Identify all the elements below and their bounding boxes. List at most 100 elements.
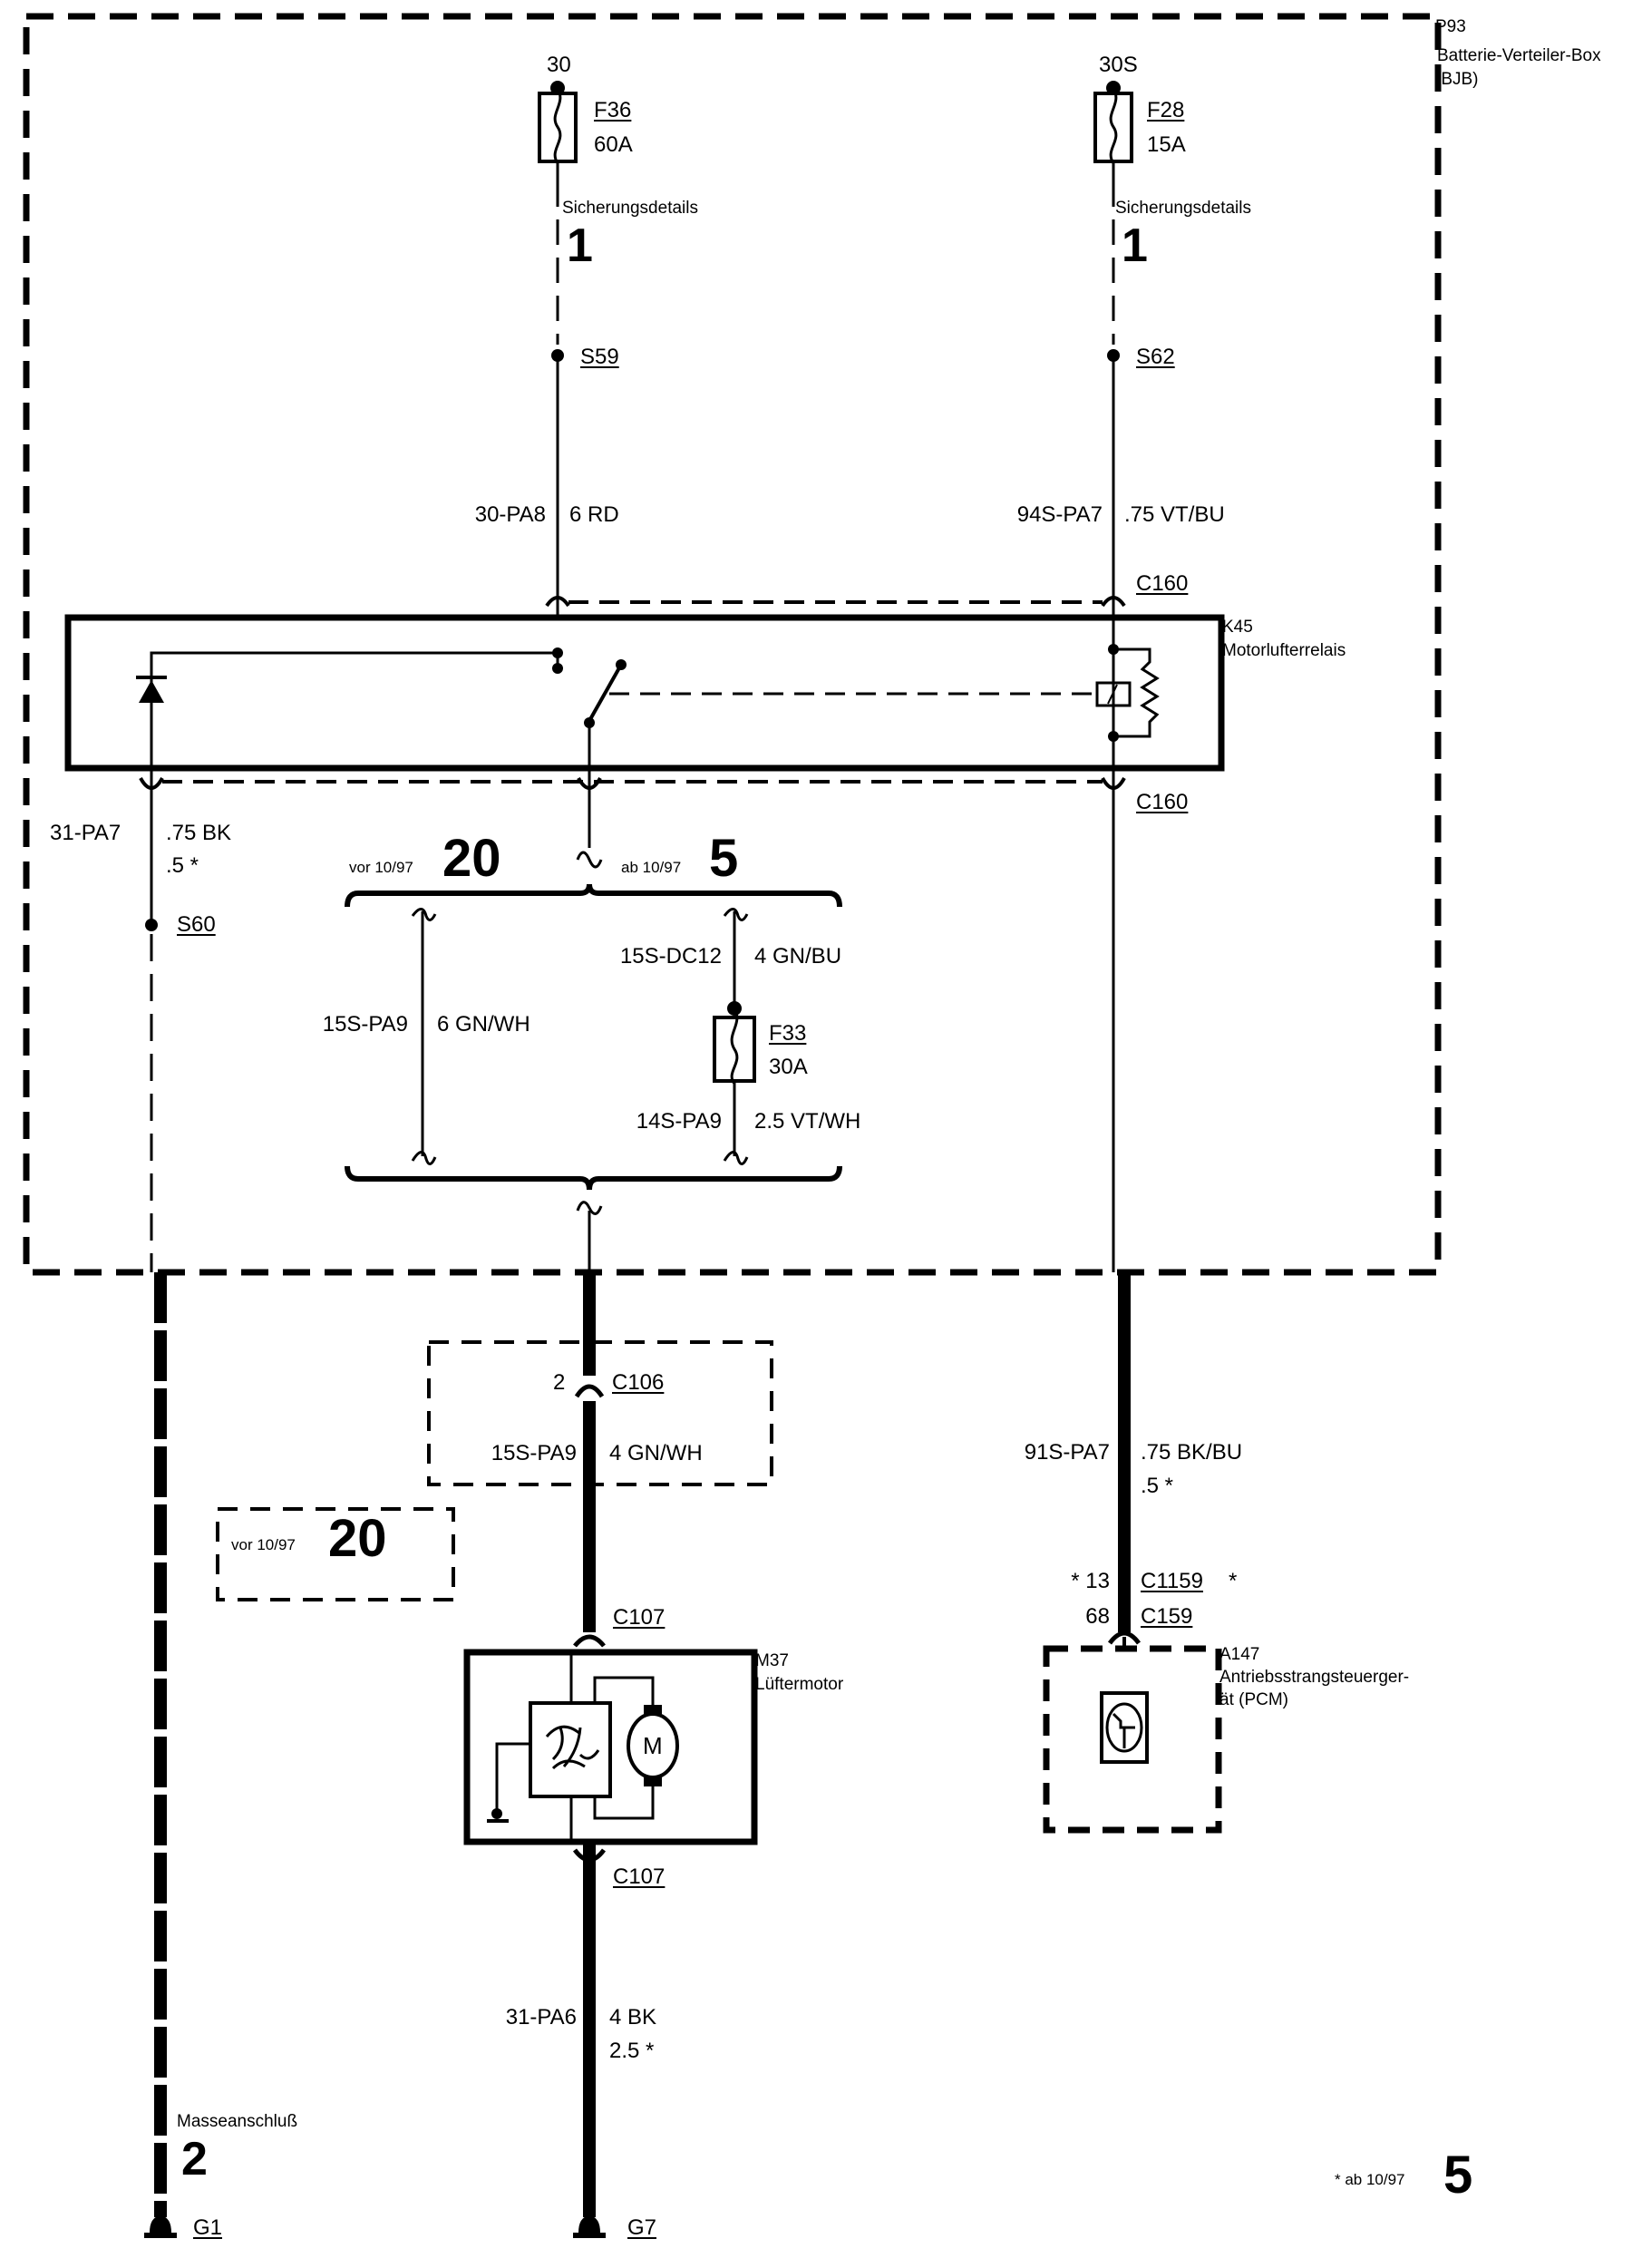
vor-box-ref[interactable]: 20 <box>328 1509 387 1568</box>
pcm-pin-alt: * 13 <box>1071 1569 1110 1593</box>
motor-brush-top <box>644 1705 662 1714</box>
ground-ref-page[interactable]: 2 <box>181 2133 208 2185</box>
wire-spec-alt-5-pcm: .5 * <box>1141 1474 1174 1498</box>
pcm-a147-id: A147 <box>1219 1645 1260 1664</box>
splice-s60-node <box>145 919 158 931</box>
motor-wire-loop-top <box>593 1676 655 1705</box>
motor-m37-box <box>463 1649 758 1845</box>
ground-g1-label[interactable]: G1 <box>193 2215 223 2240</box>
relay-coil-icon <box>1095 681 1132 707</box>
internal-ground-dot <box>491 1808 502 1819</box>
pcm-a147-dashed-box <box>1043 1645 1222 1834</box>
relay-diode-wire <box>150 651 558 803</box>
wire-code-94s-pa7: 94S-PA7 <box>1016 502 1103 527</box>
vor-branch-break-top <box>411 908 437 921</box>
relay-contact-fixed <box>552 663 563 674</box>
c107-top-connector-icon <box>573 1634 606 1648</box>
diode-icon <box>139 680 164 703</box>
motor-symbol-m: M <box>643 1732 663 1759</box>
variant-brace-top <box>345 883 842 908</box>
fan-controller-icon <box>529 1701 612 1798</box>
ground-ref-label[interactable]: Masseanschluß <box>177 2112 298 2131</box>
wire-spec-alt-25: 2.5 * <box>609 2039 655 2063</box>
terminal-30-label: 30 <box>547 53 571 77</box>
bjb-box-name: Batterie-Verteiler-Box <box>1437 46 1601 65</box>
relay-k45-id: K45 <box>1222 618 1253 637</box>
vor-branch-break-bottom <box>411 1151 437 1165</box>
variant-break-top <box>576 851 603 869</box>
wire-spec-6-rd: 6 RD <box>569 502 619 527</box>
ground-g7-label[interactable]: G7 <box>627 2215 657 2240</box>
c160-bottom-left-connector <box>139 776 164 790</box>
fuse-f33-rating: 30A <box>769 1055 808 1079</box>
fuse-f36-rating: 60A <box>594 132 633 157</box>
motor-m37-name: Lüftermotor <box>755 1675 844 1694</box>
ground-g1-icon <box>150 2215 171 2233</box>
relay-k45-name: Motorlufterrelais <box>1222 641 1346 660</box>
wire-spec-4-bk: 4 BK <box>609 2005 657 2030</box>
wire-code-15s-pa9-vor: 15S-PA9 <box>322 1012 408 1037</box>
variant-vor-ref[interactable]: 20 <box>442 829 501 888</box>
relay-coil-slash <box>1107 684 1118 705</box>
wire-code-30-pa8: 30-PA8 <box>474 502 546 527</box>
motor-brush-bottom <box>644 1777 662 1786</box>
c160-top-right-connector <box>1101 596 1126 608</box>
wire-spec-75-vt-bu: .75 VT/BU <box>1124 502 1225 527</box>
transistor-icon <box>1105 1702 1143 1753</box>
wire-spec-75-bk: .75 BK <box>166 821 232 845</box>
wire-spec-25-vt-wh: 2.5 VT/WH <box>754 1109 861 1134</box>
fuse-details-page-right[interactable]: 1 <box>1122 219 1148 272</box>
fuse-details-page-left[interactable]: 1 <box>567 219 593 272</box>
variant-brace-bottom <box>345 1165 842 1191</box>
wire-code-15s-dc12: 15S-DC12 <box>619 944 722 969</box>
fuse-f28-rating: 15A <box>1147 132 1186 157</box>
pcm-symbol-box <box>1100 1691 1149 1764</box>
footnote-label: * ab 10/97 <box>1335 2171 1405 2188</box>
connector-c160-top[interactable]: C160 <box>1136 571 1189 596</box>
relay-switch-arm <box>588 664 623 722</box>
c106-connector-icon <box>574 1384 605 1398</box>
motor-icon <box>627 1712 679 1779</box>
variant-ab-label: ab 10/97 <box>621 859 682 876</box>
bjb-box-abbr: (BJB) <box>1435 70 1479 89</box>
wire-spec-4-gn-bu: 4 GN/BU <box>754 944 842 969</box>
wire-code-15s-pa9: 15S-PA9 <box>491 1441 577 1465</box>
relay-switch-tip <box>616 659 627 670</box>
motor-m37-id: M37 <box>755 1651 789 1670</box>
variant-ab-ref[interactable]: 5 <box>709 829 739 888</box>
pcm-a147-name-line1: Antriebsstrangsteuerger- <box>1219 1668 1410 1687</box>
vor-ref-dashed-box <box>216 1507 455 1601</box>
splice-s59-label: S59 <box>580 345 619 369</box>
connector-c106[interactable]: C106 <box>612 1370 665 1395</box>
fuse-f36-element <box>553 87 562 164</box>
c159-connector-icon <box>1107 1630 1142 1645</box>
fuse-f28-id[interactable]: F28 <box>1147 98 1185 122</box>
bjb-box-id: P93 <box>1435 17 1466 36</box>
fuse-f33-id[interactable]: F33 <box>769 1021 807 1046</box>
connector-c1159-mark: * <box>1229 1569 1238 1593</box>
wire-spec-6-gn-wh: 6 GN/WH <box>437 1012 530 1037</box>
fuse-f33-element <box>730 1007 739 1085</box>
ab-branch-break-top <box>723 908 749 921</box>
connector-c160-bottom[interactable]: C160 <box>1136 790 1189 814</box>
connector-c159[interactable]: C159 <box>1141 1604 1193 1629</box>
fuse-details-ref-left[interactable]: Sicherungsdetails <box>562 199 698 218</box>
fan-blade-icon <box>545 1725 600 1770</box>
fuse-f36-id[interactable]: F36 <box>594 98 632 122</box>
footnote-ref[interactable]: 5 <box>1443 2146 1473 2205</box>
motor-ground-wire <box>495 1742 530 1814</box>
connector-c107-top[interactable]: C107 <box>613 1605 666 1630</box>
wire-spec-alt-5: .5 * <box>166 853 199 878</box>
connector-c107-bottom[interactable]: C107 <box>613 1864 666 1889</box>
vor-box-label: vor 10/97 <box>231 1536 296 1553</box>
relay-k45-box <box>64 614 1225 772</box>
ground-g7-icon <box>578 2215 600 2233</box>
wire-code-31-pa7: 31-PA7 <box>50 821 121 845</box>
ab-branch-break-bottom <box>723 1151 749 1165</box>
connector-c1159[interactable]: C1159 <box>1141 1569 1203 1593</box>
pcm-pin: 68 <box>1085 1604 1110 1629</box>
fuse-f28-element <box>1109 87 1118 164</box>
c106-pin: 2 <box>553 1370 566 1395</box>
fuse-details-ref-right[interactable]: Sicherungsdetails <box>1115 199 1251 218</box>
variant-break-bottom <box>576 1201 603 1215</box>
